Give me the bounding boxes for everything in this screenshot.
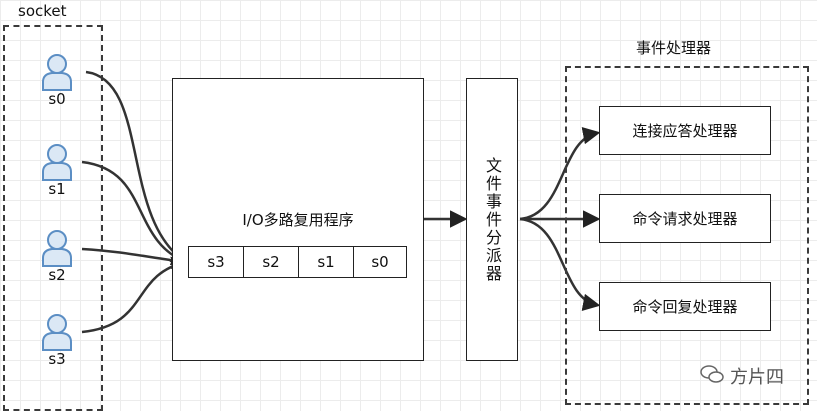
io-multiplexer-box (172, 78, 424, 361)
socket-queue: s3 s2 s1 s0 (188, 246, 407, 278)
watermark: 方片四 (700, 363, 784, 389)
wechat-icon (700, 364, 724, 388)
queue-cell: s0 (371, 253, 389, 271)
watermark-text: 方片四 (730, 367, 784, 388)
socket-label-s0: s0 (48, 90, 66, 108)
queue-cell: s1 (299, 247, 354, 277)
io-multiplexer-title: I/O多路复用程序 (242, 210, 354, 229)
user-icon (40, 228, 74, 268)
socket-group-title: socket (18, 2, 67, 20)
handler-command-request: 命令请求处理器 (599, 194, 771, 243)
handler-connection-accept: 连接应答处理器 (599, 106, 771, 155)
socket-label-s1: s1 (48, 180, 66, 198)
user-icon (40, 312, 74, 352)
socket-label-s2: s2 (48, 266, 66, 284)
handlers-group (565, 66, 809, 405)
user-icon (40, 142, 74, 182)
handler-command-reply: 命令回复处理器 (599, 282, 771, 331)
socket-label-s3: s3 (48, 350, 66, 368)
file-event-dispatcher: 文件事件分派器 (466, 78, 518, 361)
handlers-group-title: 事件处理器 (636, 39, 712, 57)
queue-cell: s3 (189, 247, 244, 277)
dispatcher-label: 文件事件分派器 (483, 156, 502, 283)
queue-cell: s2 (244, 247, 299, 277)
user-icon (40, 52, 74, 92)
